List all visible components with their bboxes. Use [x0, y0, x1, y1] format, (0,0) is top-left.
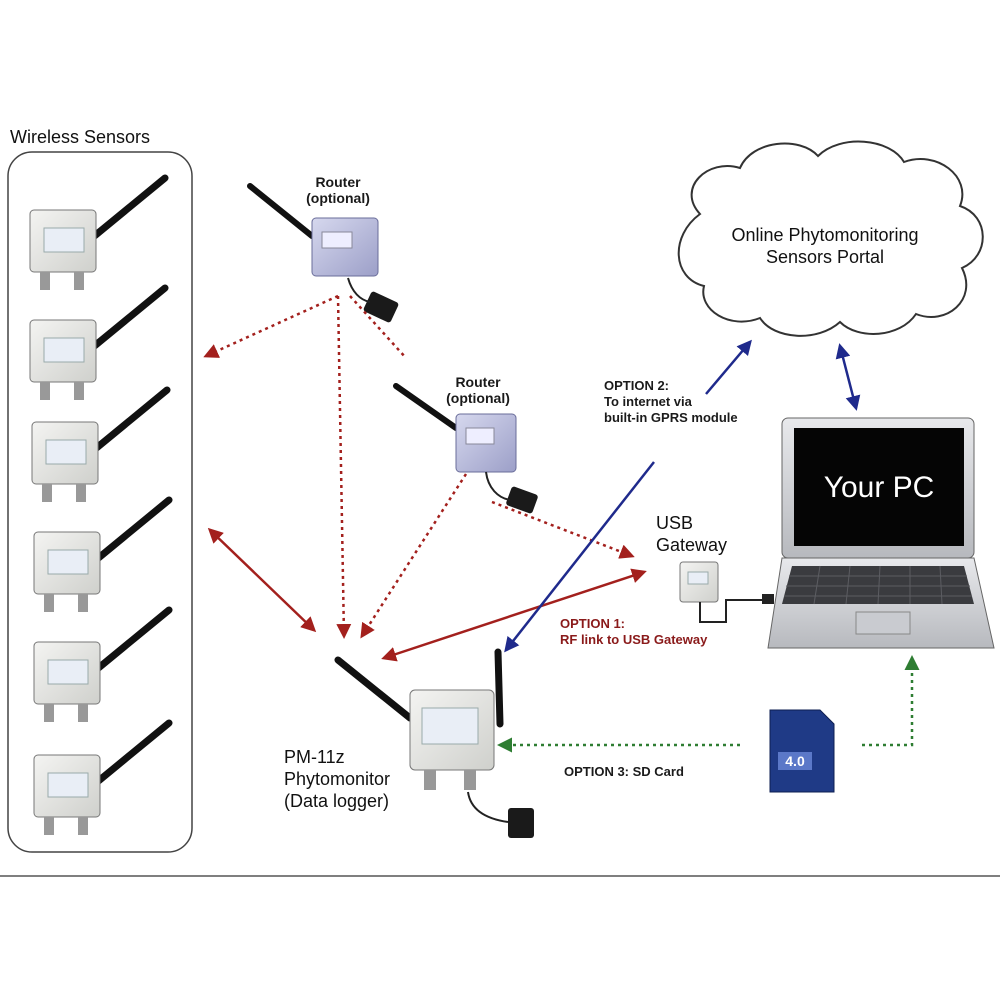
logger-connector: [424, 770, 436, 790]
logger-gprs-link: [504, 461, 655, 653]
option1-label: OPTION 1: RF link to USB Gateway: [560, 616, 707, 648]
sensor-connector: [74, 272, 84, 290]
sensor-connector: [78, 594, 88, 612]
sensor-list: [29, 174, 173, 835]
option1-subtitle: RF link to USB Gateway: [560, 632, 708, 647]
usb-gateway-title: USB: [656, 513, 694, 533]
usb-gateway-subtitle: Gateway: [656, 535, 728, 555]
sensor-label-plate: [47, 549, 89, 575]
logger-to-gateway-link: [381, 568, 647, 662]
power-cable: [485, 471, 511, 501]
sensor-1: [29, 174, 169, 290]
router-2-label: Router (optional): [428, 374, 528, 406]
power-adapter-icon: [508, 808, 534, 838]
sensor-connector: [76, 484, 86, 502]
usb-plug-icon: [762, 594, 774, 604]
logger-model: PM-11z: [284, 747, 345, 767]
sensor-label-plate: [47, 772, 89, 798]
rf-relay-links: [203, 294, 635, 639]
sensor-3: [31, 386, 171, 502]
laptop-screen: [794, 428, 964, 546]
usb-gateway: [679, 561, 774, 623]
sd-card-icon: [769, 709, 835, 793]
router-2-title: Router: [455, 374, 501, 390]
wireless-sensors-panel: [7, 151, 193, 853]
antenna-icon: [247, 183, 315, 239]
logger-label: PM-11z Phytomonitor (Data logger): [284, 746, 390, 812]
cloud-label: Online Phytomonitoring Sensors Portal: [690, 224, 960, 268]
wireless-sensors-title: Wireless Sensors: [10, 127, 151, 147]
cloud-to-pc-link: [835, 343, 861, 411]
option2-line3: built-in GPRS module: [604, 410, 738, 425]
cloud-icon: [677, 140, 984, 337]
laptop-touchpad: [855, 611, 911, 635]
router1-to-logger-link: [336, 295, 352, 639]
power-adapter-icon: [363, 291, 399, 323]
antenna-icon: [92, 606, 173, 674]
router2-to-logger-link: [360, 473, 468, 639]
sensor-label-plate: [45, 439, 87, 465]
sensor-4: [33, 496, 173, 612]
data-logger: [334, 648, 534, 838]
power-cable: [467, 791, 509, 823]
cloud-title: Online Phytomonitoring: [731, 225, 919, 245]
sensor-connector: [44, 594, 54, 612]
sensor-label-plate: [43, 227, 85, 253]
keyboard-keys: [784, 565, 972, 605]
router-1-subtitle: (optional): [306, 190, 370, 206]
sd-to-pc-link: [862, 655, 920, 747]
sensor-2: [29, 284, 169, 400]
router-1: [247, 183, 399, 323]
logger-name: Phytomonitor: [284, 769, 391, 789]
sensors-to-logger-link: [207, 527, 317, 633]
sensor-label-plate: [47, 659, 89, 685]
option2-line2: To internet via: [604, 394, 692, 409]
logger-label-plate: [421, 707, 479, 745]
cloud-subtitle: Sensors Portal: [765, 247, 885, 267]
power-adapter-icon: [506, 486, 538, 514]
sensor-6: [33, 719, 173, 835]
option2-title: OPTION 2:: [604, 378, 670, 393]
logger-type: (Data logger): [284, 791, 390, 811]
sensor-connector: [40, 382, 50, 400]
antenna-icon: [88, 174, 169, 242]
router2-to-gateway-link: [491, 500, 635, 559]
option3-label: OPTION 3: SD Card: [564, 764, 684, 779]
sd-card-capacity: 4.0: [785, 753, 805, 769]
power-cable: [347, 277, 371, 303]
sensor-connector: [78, 817, 88, 835]
router-1-label: Router (optional): [288, 174, 388, 206]
laptop-icon: [767, 417, 995, 649]
sensor-connector: [44, 817, 54, 835]
router-1-title: Router: [315, 174, 361, 190]
router-2: [393, 383, 538, 514]
antenna-icon: [334, 656, 414, 722]
antenna-icon: [494, 648, 504, 728]
gprs-to-cloud-link: [705, 339, 752, 395]
router-2-subtitle: (optional): [446, 390, 510, 406]
logger-connector: [464, 770, 476, 790]
option2-label: OPTION 2: To internet via built-in GPRS …: [604, 378, 738, 426]
antenna-icon: [88, 284, 169, 352]
sensor-connector: [42, 484, 52, 502]
usb-gateway-label: USB Gateway: [656, 512, 727, 556]
pc-screen-label: Your PC: [823, 471, 935, 504]
antenna-icon: [393, 383, 459, 431]
router-label-plate: [465, 427, 495, 445]
sensor-5: [33, 606, 173, 722]
sensor-connector: [74, 382, 84, 400]
router-label-plate: [321, 231, 353, 249]
antenna-icon: [92, 719, 173, 787]
router1-to-sensors-link: [203, 294, 339, 358]
sensor-connector: [78, 704, 88, 722]
antenna-icon: [90, 386, 171, 454]
usb-cable: [699, 599, 768, 623]
gateway-label-plate: [687, 571, 709, 585]
sensor-label-plate: [43, 337, 85, 363]
option1-title: OPTION 1:: [560, 616, 626, 631]
sensor-connector: [40, 272, 50, 290]
antenna-icon: [92, 496, 173, 564]
sensor-connector: [44, 704, 54, 722]
